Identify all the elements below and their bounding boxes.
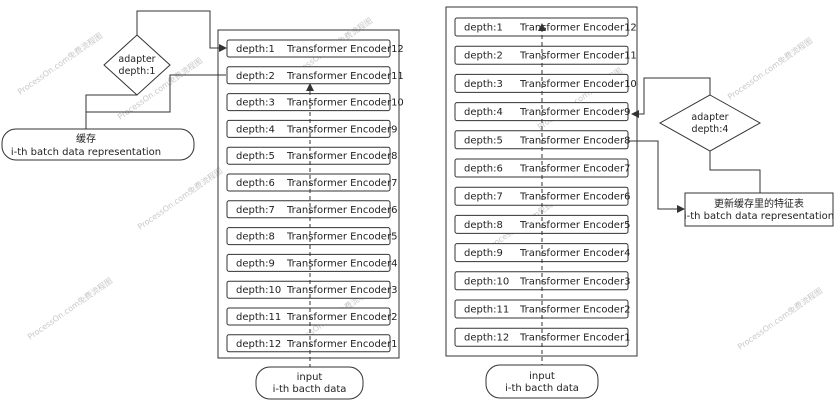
right-input-label: input: [529, 371, 555, 382]
right-update-node: [684, 192, 834, 227]
left-encoder-layer-box: [226, 334, 391, 353]
right-layer-encoder-name: Transformer Encoder4: [519, 248, 630, 259]
left-layer-depth-label: depth:10: [236, 285, 281, 296]
left-layer-encoder-name: Transformer Encoder4: [286, 258, 397, 269]
left-encoder-layer-box: [226, 227, 391, 246]
right-layer-encoder-name: Transformer Encoder6: [519, 192, 630, 203]
left-cache-label: 缓存: [76, 132, 96, 145]
left-encoder-layer-box: [226, 93, 391, 112]
watermark: ProcessOn.com免费流程图: [735, 285, 824, 351]
left-input-sublabel: i-th bacth data: [273, 384, 347, 395]
left-layer-encoder-name: Transformer Encoder3: [286, 285, 397, 296]
left-layer-encoder-name: Transformer Encoder12: [286, 44, 404, 55]
right-layer-depth-label: depth:8: [464, 220, 503, 231]
right-layer-depth-label: depth:7: [464, 192, 503, 203]
left-adapter-to-depth1-arrow: [136, 10, 227, 52]
left-layer-depth-label: depth:6: [236, 178, 275, 189]
right-layer-encoder-name: Transformer Encoder8: [519, 135, 630, 146]
right-layer-encoder-name: Transformer Encoder1: [519, 333, 630, 344]
right-layer-encoder-name: Transformer Encoder11: [519, 51, 637, 62]
right-layer-depth-label: depth:11: [464, 305, 509, 316]
left-layer-depth-label: depth:5: [236, 151, 275, 162]
right-layer-depth-label: depth:3: [464, 79, 503, 90]
right-layer-encoder-name: Transformer Encoder7: [519, 164, 630, 175]
left-cache-sublabel: i-th batch data representation: [11, 147, 161, 158]
right-layer-encoder-name: Transformer Encoder3: [519, 276, 630, 287]
right-adapter-to-depth4-arrow: [631, 77, 711, 118]
left-depth2-to-cache-line: [85, 74, 226, 129]
left-layer-depth-label: depth:1: [236, 44, 275, 55]
left-encoder-layer-box: [226, 280, 391, 299]
right-adapter-depth: depth:4: [692, 124, 729, 135]
right-update-sublabel: i-th batch data representation: [684, 211, 834, 222]
right-layer-depth-label: depth:6: [464, 164, 503, 175]
right-layer-depth-label: depth:9: [464, 248, 503, 259]
right-encoder-stack-frame: [445, 6, 638, 357]
left-layer-encoder-name: Transformer Encoder1: [286, 339, 397, 350]
right-layer-depth-label: depth:1: [464, 23, 503, 34]
right-layer-depth-label: depth:4: [464, 107, 503, 118]
right-layer-depth-label: depth:10: [464, 276, 509, 287]
left-encoder-layer-box: [226, 307, 391, 326]
right-layer-encoder-name: Transformer Encoder9: [519, 107, 630, 118]
left-layer-encoder-name: Transformer Encoder8: [286, 151, 397, 162]
left-input-label: input: [297, 372, 323, 383]
left-layer-encoder-name: Transformer Encoder9: [286, 124, 397, 135]
left-layer-encoder-name: Transformer Encoder5: [286, 232, 397, 243]
left-encoder-layer-box: [226, 146, 391, 165]
watermark: ProcessOn.com免费流程图: [15, 30, 104, 96]
left-cache-node: [1, 128, 195, 161]
left-layer-encoder-name: Transformer Encoder11: [286, 71, 404, 82]
right-input-node: [485, 364, 599, 399]
left-layer-depth-label: depth:3: [236, 98, 275, 109]
watermark: ProcessOn.com免费流程图: [25, 275, 114, 341]
left-encoder-layer-box: [226, 39, 391, 58]
left-layer-depth-label: depth:9: [236, 258, 275, 269]
right-layer-encoder-name: Transformer Encoder12: [519, 23, 637, 34]
left-layer-encoder-name: Transformer Encoder6: [286, 205, 397, 216]
right-update-to-adapter-line: [709, 151, 761, 193]
right-layer-depth-label: depth:2: [464, 51, 503, 62]
left-adapter-label: adapter: [118, 54, 155, 65]
right-layer-encoder-name: Transformer Encoder2: [519, 305, 630, 316]
left-cache-to-adapter-line: [85, 94, 137, 112]
left-layer-encoder-name: Transformer Encoder10: [286, 98, 404, 109]
watermark: ProcessOn.com免费流程图: [135, 165, 224, 231]
left-layer-depth-label: depth:4: [236, 124, 275, 135]
right-layer-encoder-name: Transformer Encoder10: [519, 79, 637, 90]
left-layer-encoder-name: Transformer Encoder2: [286, 312, 397, 323]
left-encoder-layer-box: [226, 200, 391, 219]
right-layer-encoder-name: Transformer Encoder5: [519, 220, 630, 231]
right-update-label: 更新缓存里的特征表: [714, 197, 804, 210]
left-encoder-layer-box: [226, 253, 391, 272]
left-encoder-layer-box: [226, 173, 391, 192]
left-layer-depth-label: depth:2: [236, 71, 275, 82]
watermark: ProcessOn.com免费流程图: [725, 35, 814, 101]
right-adapter-label: adapter: [691, 112, 728, 123]
right-layer-depth-label: depth:12: [464, 333, 509, 344]
left-encoder-layer-box: [226, 119, 391, 138]
right-depth5-to-update-arrow: [628, 140, 685, 213]
right-adapter-diamond: [658, 94, 762, 152]
right-layer-depth-label: depth:5: [464, 135, 503, 146]
left-adapter-depth: depth:1: [119, 66, 156, 77]
left-layer-depth-label: depth:8: [236, 232, 275, 243]
right-input-sublabel: i-th bacth data: [505, 383, 579, 394]
left-layer-depth-label: depth:11: [236, 312, 281, 323]
left-encoder-stack-frame: [217, 29, 400, 359]
left-layer-encoder-name: Transformer Encoder7: [286, 178, 397, 189]
left-input-node: [255, 366, 364, 400]
left-layer-depth-label: depth:7: [236, 205, 275, 216]
left-layer-depth-label: depth:12: [236, 339, 281, 350]
